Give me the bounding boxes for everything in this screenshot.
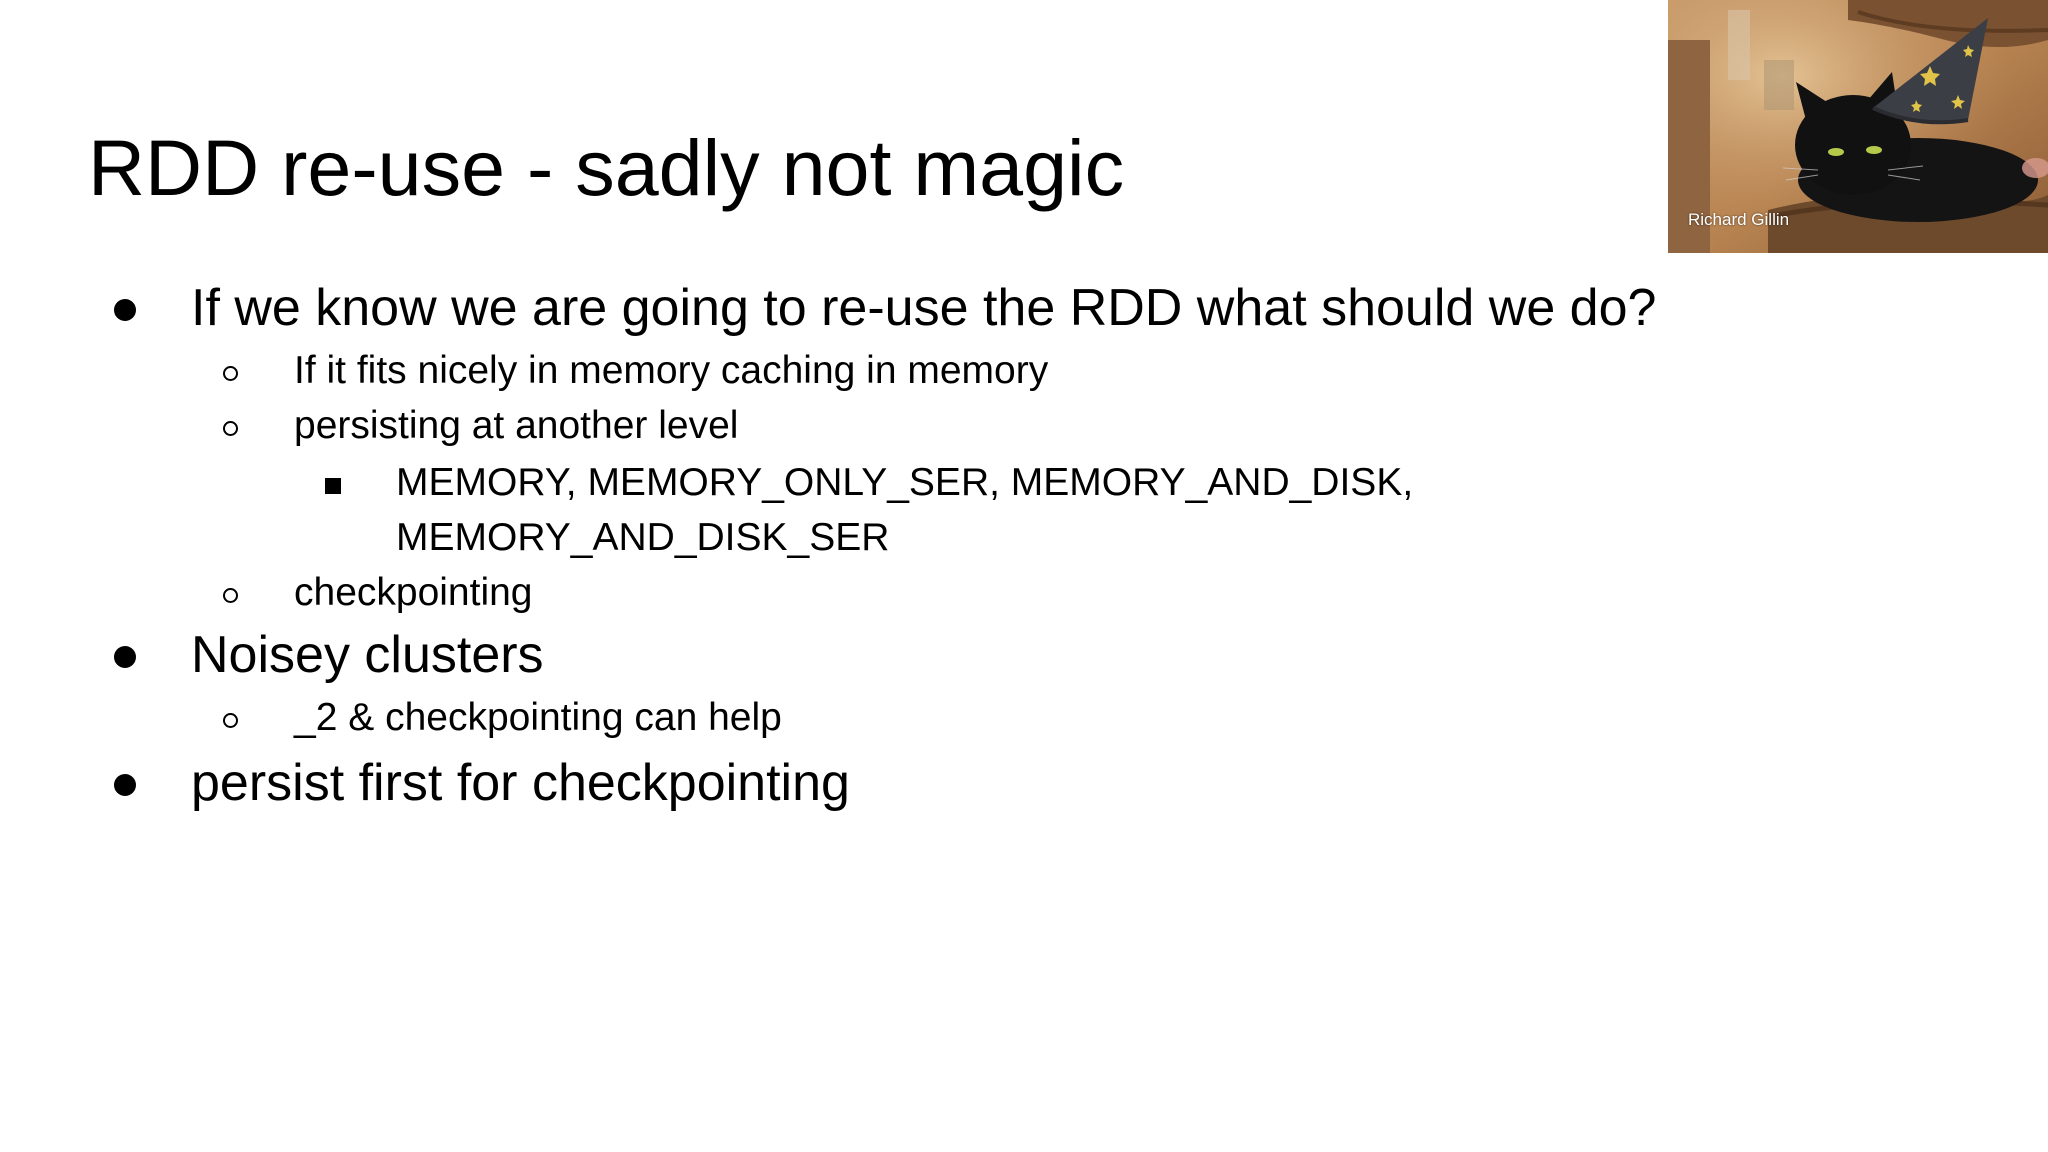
bullet-text: MEMORY, MEMORY_ONLY_SER, MEMORY_AND_DISK… bbox=[396, 461, 1414, 504]
bullet-text: If it fits nicely in memory caching in m… bbox=[294, 349, 1049, 392]
bullet-disc-icon bbox=[114, 774, 136, 796]
slide-title: RDD re-use - sadly not magic bbox=[88, 123, 1125, 212]
participant-video-tile[interactable]: Richard Gillin bbox=[1668, 0, 2048, 253]
bullet-text: Noisey clusters bbox=[191, 626, 544, 684]
bullet-text: persisting at another level bbox=[294, 404, 739, 447]
participant-name-label: Richard Gillin bbox=[1688, 210, 1790, 229]
bullet-text: MEMORY_AND_DISK_SER bbox=[396, 516, 890, 559]
bullet-circle-icon bbox=[223, 588, 238, 603]
bullet-disc-icon bbox=[114, 646, 136, 668]
bullet-text: _2 & checkpointing can help bbox=[294, 696, 782, 739]
participant-video-feed bbox=[1668, 0, 2048, 253]
bullet-text: If we know we are going to re-use the RD… bbox=[191, 279, 1657, 337]
bullet-disc-icon bbox=[114, 299, 136, 321]
bullet-square-icon bbox=[325, 478, 341, 494]
bullet-circle-icon bbox=[223, 421, 238, 436]
bullet-text: checkpointing bbox=[294, 571, 533, 614]
bullet-text: persist first for checkpointing bbox=[191, 754, 850, 812]
bullet-circle-icon bbox=[223, 713, 238, 728]
bullet-circle-icon bbox=[223, 366, 238, 381]
